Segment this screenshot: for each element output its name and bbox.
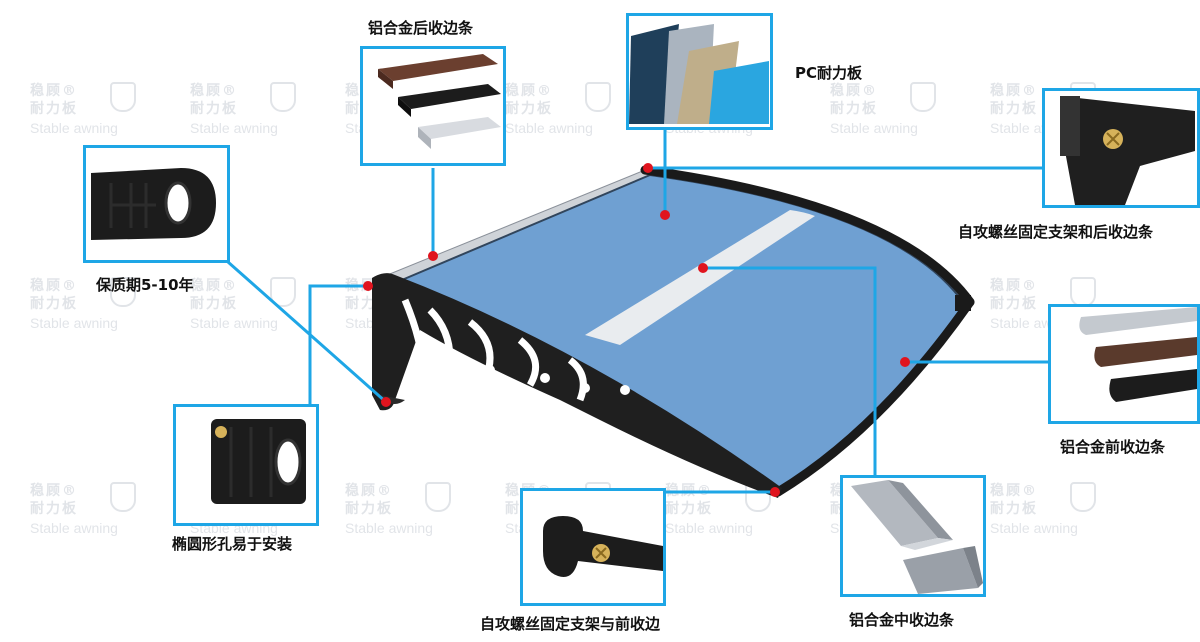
- watermark-text: Stable awning: [30, 120, 118, 136]
- rear-trim-photo: [360, 46, 506, 166]
- watermark-mark: 稳顾®: [830, 83, 878, 99]
- warranty-label: 保质期5-10年: [96, 276, 194, 294]
- shield-icon: [110, 277, 136, 307]
- watermark: 稳顾® 耐力板 Stable awning: [990, 480, 1110, 550]
- watermark: 稳顾® 耐力板 Stable awning: [190, 80, 310, 150]
- front-trim-photo: [1048, 304, 1200, 424]
- oval-hole-photo: [173, 404, 319, 526]
- shield-icon: [270, 82, 296, 112]
- middle-trim-label: 铝合金中收边条: [849, 611, 955, 629]
- bracket-front-label: 自攻螺丝固定支架与前收边: [480, 615, 661, 633]
- watermark-mark-2: 耐力板: [665, 501, 713, 517]
- pc-board-photo: [626, 13, 773, 130]
- watermark-mark: 稳顾®: [505, 83, 553, 99]
- watermark-text: Stable awning: [990, 520, 1078, 536]
- watermark-mark: 稳顾®: [345, 483, 393, 499]
- watermark-text: Stable awning: [190, 120, 278, 136]
- bracket-rear-photo: [1042, 88, 1200, 208]
- shield-icon: [1070, 482, 1096, 512]
- middle-trim-strip: [585, 210, 815, 345]
- shield-icon: [585, 82, 611, 112]
- watermark-text: Stable awning: [665, 520, 753, 536]
- watermark-mark: 稳顾®: [990, 483, 1038, 499]
- watermark-mark-2: 耐力板: [30, 101, 78, 117]
- watermark-mark-2: 耐力板: [30, 501, 78, 517]
- bracket-front-photo: [520, 488, 666, 606]
- marker-bracket-rear: [643, 163, 653, 173]
- middle-trim-photo: [840, 475, 986, 597]
- watermark: 稳顾® 耐力板 Stable awning: [190, 275, 310, 345]
- watermark: 稳顾® 耐力板 Stable awning: [505, 80, 625, 150]
- watermark-mark: 稳顾®: [990, 83, 1038, 99]
- front-frame-edge: [640, 165, 975, 307]
- shield-icon: [110, 82, 136, 112]
- watermark-mark-2: 耐力板: [830, 101, 878, 117]
- watermark-mark-2: 耐力板: [190, 296, 238, 312]
- pc-board-label: PC耐力板: [795, 64, 863, 82]
- watermark: 稳顾® 耐力板 Stable awning: [30, 480, 150, 550]
- shield-icon: [110, 482, 136, 512]
- watermark-mark: 稳顾®: [30, 83, 78, 99]
- bracket-ribs: [401, 298, 587, 402]
- watermark-mark-2: 耐力板: [990, 296, 1038, 312]
- watermark-text: Stable awning: [30, 520, 118, 536]
- watermark: 稳顾® 耐力板 Stable awning: [345, 480, 465, 550]
- watermark-text: Stable awning: [345, 520, 433, 536]
- oval-hole-label: 椭圆形孔易于安装: [172, 535, 293, 553]
- watermark-mark-2: 耐力板: [990, 101, 1038, 117]
- line-oval-hole: [308, 284, 368, 410]
- watermark-mark-2: 耐力板: [190, 101, 238, 117]
- marker-pc-board: [660, 210, 670, 220]
- front-frame-edge-2: [773, 297, 975, 497]
- watermark-mark: 稳顾®: [990, 278, 1038, 294]
- marker-rear-trim: [428, 251, 438, 261]
- watermark-mark-2: 耐力板: [30, 296, 78, 312]
- warranty-photo: [83, 145, 230, 263]
- watermark-text: Stable awning: [505, 120, 593, 136]
- marker-front-trim: [900, 357, 910, 367]
- watermark-text: Stable awning: [830, 120, 918, 136]
- marker-bracket-front: [770, 487, 780, 497]
- watermark-mark-2: 耐力板: [990, 501, 1038, 517]
- watermark: 稳顾® 耐力板 Stable awning: [30, 275, 150, 345]
- line-warranty: [227, 260, 387, 404]
- front-trim-label: 铝合金前收边条: [1060, 438, 1166, 456]
- watermark: 稳顾® 耐力板 Stable awning: [30, 80, 150, 150]
- watermark: 稳顾® 耐力板 Stable awning: [830, 80, 950, 150]
- marker-bracket-base: [381, 397, 391, 407]
- shield-icon: [270, 277, 296, 307]
- watermark-mark: 稳顾®: [190, 83, 238, 99]
- watermark-mark: 稳顾®: [190, 278, 238, 294]
- watermark-text: Stable awning: [30, 315, 118, 331]
- watermark-mark: 稳顾®: [30, 278, 78, 294]
- marker-oval-hole: [363, 281, 373, 291]
- watermark-mark: 稳顾®: [30, 483, 78, 499]
- shield-icon: [910, 82, 936, 112]
- line-middle-trim: [703, 266, 877, 475]
- rear-trim-label: 铝合金后收边条: [368, 19, 474, 37]
- watermark-mark-2: 耐力板: [345, 501, 393, 517]
- marker-middle-trim: [698, 263, 708, 273]
- bracket-rear-label: 自攻螺丝固定支架和后收边条: [958, 223, 1154, 241]
- shield-icon: [425, 482, 451, 512]
- watermark-text: Stable awning: [190, 315, 278, 331]
- watermark-mark-2: 耐力板: [505, 101, 553, 117]
